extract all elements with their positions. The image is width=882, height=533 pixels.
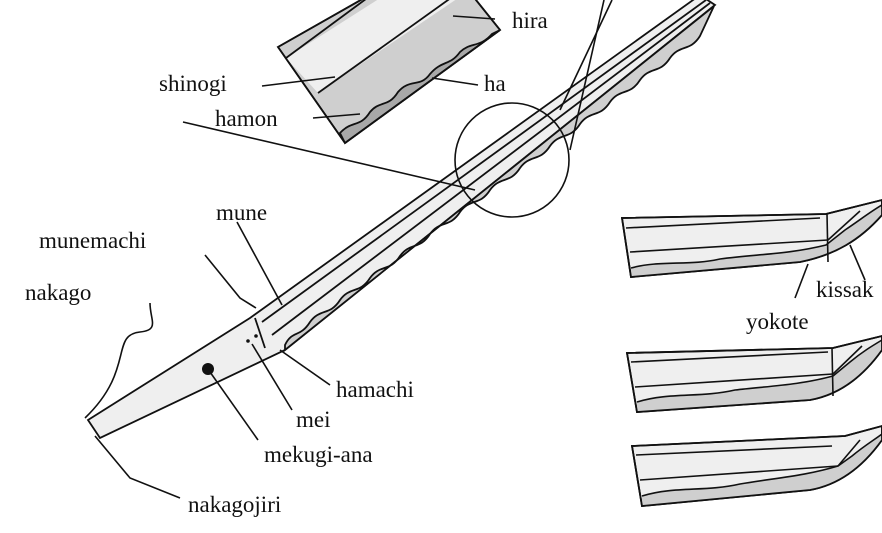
label-nakagojiri: nakagojiri [188,492,281,517]
label-mune: mune [216,200,267,225]
label-kissaki: kissak [816,277,874,302]
label-nakago: nakago [25,280,91,305]
inset-blade-detail [276,0,502,145]
label-mekugi-ana: mekugi-ana [264,442,373,467]
label-ha: ha [484,71,506,96]
tip-variant-2 [625,335,882,413]
label-yokote: yokote [746,309,809,334]
mekugi-ana-hole [202,363,214,375]
label-mei: mei [296,407,331,432]
label-hamachi: hamachi [336,377,414,402]
label-munemachi: munemachi [39,228,146,253]
label-hira: hira [512,8,548,33]
magnify-circle [454,102,570,218]
sword [86,0,717,440]
tip-variant-1 [620,199,882,299]
label-shinogi: shinogi [159,71,227,96]
label-hamon: hamon [215,106,278,131]
tip-variant-3 [630,425,882,507]
